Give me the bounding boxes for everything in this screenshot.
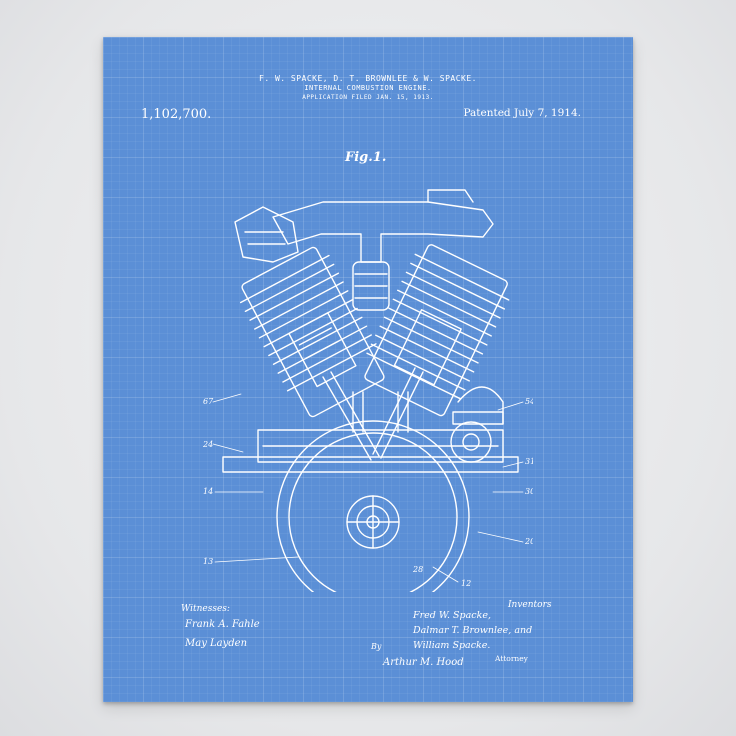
witness-signature: Frank A. Fahle: [185, 619, 260, 630]
intake-manifold: [273, 202, 493, 262]
left-cylinder: [234, 242, 393, 421]
patent-date: Patented July 7, 1914.: [463, 107, 581, 119]
ref-numeral: 24: [203, 440, 213, 449]
ref-numeral: 28: [412, 565, 423, 574]
right-cylinder: [356, 240, 515, 420]
ref-numeral: 12: [461, 579, 471, 588]
manifold-pipe: [428, 190, 473, 202]
left-head: [235, 207, 298, 262]
connecting-rod-left: [323, 372, 379, 460]
ref-numeral: 31: [525, 457, 533, 466]
magneto-gear: [451, 422, 491, 462]
ref-numeral: 54: [525, 397, 533, 406]
header-title: INTERNAL COMBUSTION ENGINE.: [103, 84, 633, 92]
witnesses-label: Witnesses:: [181, 604, 230, 614]
inventor-name: William Spacke.: [413, 640, 490, 651]
attorney-signature: Arthur M. Hood: [383, 657, 464, 668]
patent-number: 1,102,700.: [141, 107, 211, 122]
witness-signature: May Layden: [185, 638, 247, 649]
inventors-label: Inventors: [508, 600, 552, 610]
ref-numeral: 67: [203, 397, 214, 406]
inventor-name: Fred W. Spacke,: [413, 610, 491, 621]
inventor-name: Dalmar T. Brownlee, and: [413, 625, 532, 636]
header-inventors: F. W. SPACKE, D. T. BROWNLEE & W. SPACKE…: [103, 74, 633, 83]
header-application: APPLICATION FILED JAN. 15, 1913.: [103, 94, 633, 101]
by-label: By: [371, 642, 381, 651]
ref-numeral: 30: [525, 487, 533, 496]
ref-numeral: 13: [203, 557, 213, 566]
ref-numeral: 20: [524, 537, 533, 546]
attorney-label: Attorney: [495, 654, 528, 663]
engine-drawing: 67 24 54 31 30 20 14 13 12 28: [203, 162, 533, 592]
ref-numeral: 14: [203, 487, 213, 496]
oil-line: [458, 387, 503, 424]
patent-poster: F. W. SPACKE, D. T. BROWNLEE & W. SPACKE…: [103, 37, 633, 702]
